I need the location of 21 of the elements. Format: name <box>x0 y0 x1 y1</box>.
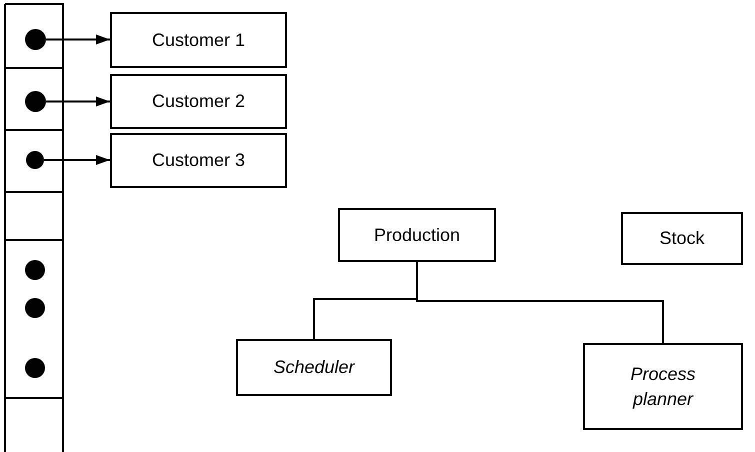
process-box <box>621 212 743 265</box>
node-label: Customer 3 <box>152 149 246 172</box>
pointer-dot <box>25 91 46 112</box>
process-box <box>110 12 287 68</box>
node-label: Stock <box>659 227 705 250</box>
node-label: Customer 1 <box>152 28 246 52</box>
process-box <box>110 133 287 188</box>
node-label: Production <box>374 224 460 247</box>
arrow <box>46 34 110 44</box>
node-label: Process planner <box>629 363 697 411</box>
process-box <box>110 74 287 129</box>
node-label: Customer 2 <box>152 90 246 114</box>
process-box <box>236 339 392 396</box>
process-box <box>583 343 743 430</box>
connector-line <box>416 262 664 343</box>
arrow <box>44 155 110 165</box>
arrow <box>46 96 110 106</box>
pointer-dot <box>25 29 46 50</box>
pointer-dot <box>26 151 44 169</box>
process-box <box>338 208 496 262</box>
node-label: Scheduler <box>273 356 355 380</box>
